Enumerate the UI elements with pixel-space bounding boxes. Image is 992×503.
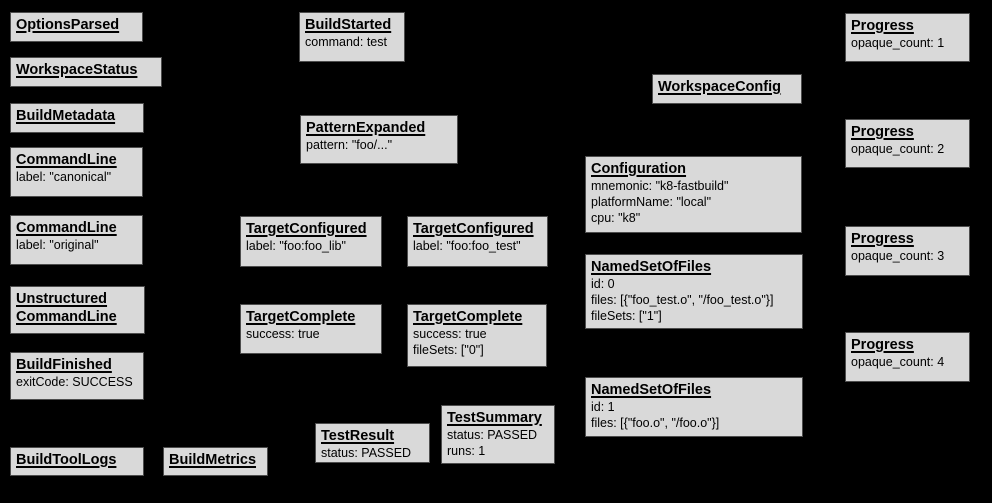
- event-node-build-started: BuildStarted command: test: [299, 12, 405, 62]
- event-node-command-line-canonical: CommandLine label: "canonical": [10, 147, 143, 197]
- event-node-title: TargetConfigured: [246, 221, 367, 237]
- event-node-configuration: Configuration mnemonic: "k8-fastbuild" pla…: [585, 156, 802, 233]
- event-node-pattern-expanded: PatternExpanded pattern: "foo/...": [300, 115, 458, 164]
- event-node-detail: opaque_count: 2: [851, 142, 945, 156]
- event-node-title: BuildStarted: [305, 17, 392, 33]
- event-node-title: TargetComplete: [413, 309, 523, 325]
- event-node-progress-4: Progress opaque_count: 4: [845, 332, 970, 382]
- event-node-title: TestSummary: [447, 410, 542, 426]
- event-node-title: Progress: [851, 231, 914, 247]
- event-node-target-complete-foo-test: TargetComplete success: true fileSets: ["0…: [407, 304, 547, 367]
- event-node-title: Progress: [851, 18, 914, 34]
- event-node-named-set-of-files-0: NamedSetOfFiles id: 0 files: [{"foo_test.o…: [585, 254, 803, 329]
- event-node-title: WorkspaceConfig: [658, 79, 782, 95]
- event-node-title: PatternExpanded: [306, 120, 426, 136]
- event-node-detail: opaque_count: 3: [851, 249, 945, 263]
- event-node-title: Configuration: [591, 161, 687, 177]
- event-node-progress-2: Progress opaque_count: 2: [845, 119, 970, 168]
- event-node-target-configured-foo-lib: TargetConfigured label: "foo:foo_lib": [240, 216, 382, 267]
- event-node-title: NamedSetOfFiles: [591, 382, 712, 398]
- event-node-target-configured-foo-test: TargetConfigured label: "foo:foo_test": [407, 216, 548, 267]
- event-node-detail: status: PASSED: [321, 446, 412, 460]
- event-node-detail: fileSets: ["1"]: [591, 309, 662, 323]
- event-node-title: BuildMetadata: [16, 108, 116, 124]
- event-node-build-tool-logs: BuildToolLogs: [10, 447, 144, 476]
- event-node-detail: success: true: [413, 327, 487, 341]
- event-node-title: Progress: [851, 337, 914, 353]
- event-node-detail: cpu: "k8": [591, 211, 641, 225]
- event-node-detail: label: "foo:foo_lib": [246, 239, 346, 253]
- event-node-detail: status: PASSED: [447, 428, 538, 442]
- event-node-detail: exitCode: SUCCESS: [16, 375, 133, 389]
- event-node-title: BuildMetrics: [169, 452, 257, 468]
- event-node-title: WorkspaceStatus: [16, 62, 138, 78]
- event-node-options-parsed: OptionsParsed: [10, 12, 143, 42]
- event-node-progress-1: Progress opaque_count: 1: [845, 13, 970, 62]
- event-node-detail: fileSets: ["0"]: [413, 343, 484, 357]
- event-node-title: TargetConfigured: [413, 221, 534, 237]
- event-node-title: TestResult: [321, 428, 395, 444]
- event-node-title: OptionsParsed: [16, 17, 120, 33]
- event-node-progress-3: Progress opaque_count: 3: [845, 226, 970, 276]
- event-node-title: CommandLine: [16, 152, 117, 168]
- event-node-title: Unstructured CommandLine: [16, 291, 117, 325]
- event-node-detail: pattern: "foo/...": [306, 138, 393, 152]
- event-node-detail: runs: 1: [447, 444, 486, 458]
- event-node-detail: files: [{"foo_test.o", "/foo_test.o"}]: [591, 293, 774, 307]
- event-node-detail: opaque_count: 1: [851, 36, 945, 50]
- event-node-title: Progress: [851, 124, 914, 140]
- event-node-target-complete-foo-lib: TargetComplete success: true: [240, 304, 382, 354]
- event-node-detail: label: "foo:foo_test": [413, 239, 521, 253]
- event-node-title: BuildToolLogs: [16, 452, 117, 468]
- event-node-title: TargetComplete: [246, 309, 356, 325]
- event-node-build-metrics: BuildMetrics: [163, 447, 268, 476]
- event-node-detail: success: true: [246, 327, 320, 341]
- event-node-workspace-status: WorkspaceStatus: [10, 57, 162, 87]
- event-node-detail: files: [{"foo.o", "/foo.o"}]: [591, 416, 720, 430]
- event-node-title: NamedSetOfFiles: [591, 259, 712, 275]
- event-node-command-line-original: CommandLine label: "original": [10, 215, 143, 265]
- event-node-detail: label: "original": [16, 238, 99, 252]
- event-node-detail: mnemonic: "k8-fastbuild": [591, 179, 729, 193]
- event-node-detail: id: 0: [591, 277, 615, 291]
- event-node-detail: id: 1: [591, 400, 615, 414]
- event-node-detail: opaque_count: 4: [851, 355, 945, 369]
- event-node-test-result: TestResult status: PASSED: [315, 423, 430, 463]
- event-node-workspace-config: WorkspaceConfig: [652, 74, 802, 104]
- event-node-named-set-of-files-1: NamedSetOfFiles id: 1 files: [{"foo.o", "/…: [585, 377, 803, 437]
- event-node-build-finished: BuildFinished exitCode: SUCCESS: [10, 352, 144, 400]
- event-node-title: CommandLine: [16, 220, 117, 236]
- event-node-detail: label: "canonical": [16, 170, 112, 184]
- event-node-build-metadata: BuildMetadata: [10, 103, 144, 133]
- event-node-detail: platformName: "local": [591, 195, 712, 209]
- event-node-detail: command: test: [305, 35, 387, 49]
- event-node-test-summary: TestSummary status: PASSED runs: 1: [441, 405, 555, 464]
- event-node-unstructured-command-line: Unstructured CommandLine: [10, 286, 145, 334]
- event-node-title: BuildFinished: [16, 357, 112, 373]
